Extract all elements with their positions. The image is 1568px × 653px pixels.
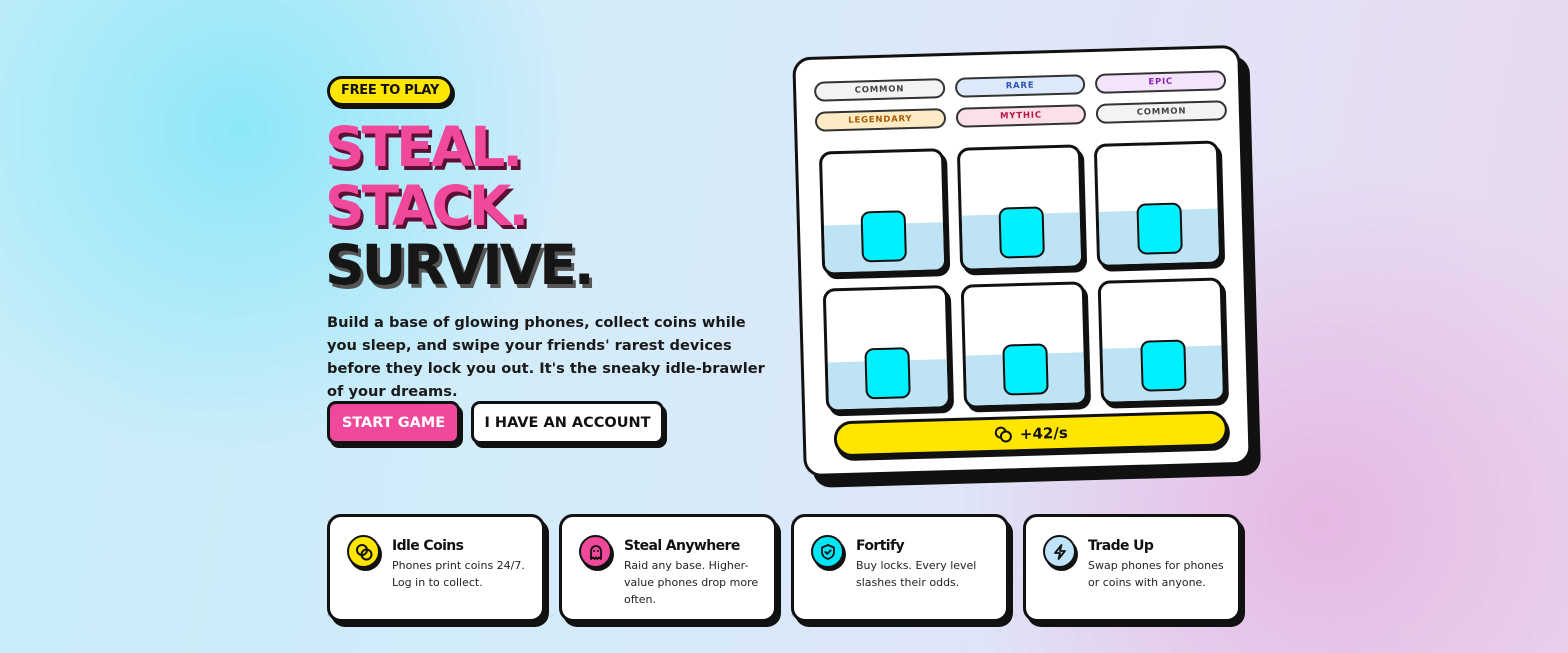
- feature-title: Steal Anywhere: [624, 538, 740, 554]
- headline-line-2: STACK.: [325, 174, 529, 238]
- headline-line-1: STEAL.: [325, 115, 523, 179]
- feature-description: Swap phones for phones or coins with any…: [1088, 559, 1224, 589]
- phone-icon: [860, 210, 908, 263]
- feature-title: Trade Up: [1088, 538, 1154, 554]
- headline: STEAL. STACK. SURVIVE.: [325, 115, 595, 297]
- feature-description: Raid any base. Higher-value phones drop …: [624, 559, 759, 606]
- ghost-icon: [579, 535, 612, 568]
- rarity-pill-epic: EPIC: [1095, 70, 1227, 94]
- coin-rate-text: +42/s: [1019, 423, 1068, 444]
- feature-description: Buy locks. Every level slashes their odd…: [856, 559, 977, 589]
- rarity-pill-mythic: MYTHIC: [955, 104, 1087, 128]
- rarity-pill-common: COMMON: [813, 78, 946, 102]
- shield-icon: [811, 535, 844, 568]
- phone-icon: [1002, 343, 1049, 396]
- coins-icon: [994, 425, 1014, 444]
- hero-description: Build a base of glowing phones, collect …: [327, 314, 765, 400]
- phone-slot[interactable]: [960, 281, 1089, 409]
- phone-slot[interactable]: [956, 144, 1085, 272]
- start-game-button[interactable]: START GAME: [327, 401, 460, 444]
- feature-title: Fortify: [856, 538, 905, 554]
- game-preview-card: COMMON RARE EPIC LEGENDARY MYTHIC COMMON…: [792, 44, 1252, 478]
- rarity-pills: COMMON RARE EPIC LEGENDARY MYTHIC COMMON: [813, 70, 1228, 132]
- coin-rate-bar: +42/s: [833, 410, 1229, 458]
- coins-icon: [347, 535, 380, 568]
- phone-slot[interactable]: [818, 148, 947, 276]
- phone-slot[interactable]: [822, 285, 951, 413]
- feature-title: Idle Coins: [392, 538, 464, 554]
- feature-card-steal-anywhere: Steal Anywhere Raid any base. Higher-val…: [559, 514, 777, 622]
- phone-slot[interactable]: [1097, 277, 1226, 405]
- phone-icon: [1136, 202, 1183, 255]
- phone-icon: [998, 206, 1045, 259]
- rarity-pill-common-2: COMMON: [1095, 100, 1228, 124]
- headline-line-3: SURVIVE.: [325, 233, 595, 297]
- phone-icon: [1139, 339, 1187, 392]
- phone-icon: [864, 347, 912, 400]
- rarity-pill-legendary: LEGENDARY: [814, 108, 946, 132]
- bolt-icon: [1043, 535, 1076, 568]
- have-account-button[interactable]: I HAVE AN ACCOUNT: [471, 401, 664, 444]
- rarity-pill-rare: RARE: [954, 74, 1086, 98]
- phone-slot-grid: [818, 140, 1226, 413]
- feature-description: Phones print coins 24/7. Log in to colle…: [392, 559, 525, 589]
- phone-slot[interactable]: [1094, 140, 1223, 268]
- free-to-play-badge: FREE TO PLAY: [327, 76, 454, 106]
- feature-card-trade-up: Trade Up Swap phones for phones or coins…: [1023, 514, 1241, 622]
- feature-card-fortify: Fortify Buy locks. Every level slashes t…: [791, 514, 1009, 622]
- feature-card-idle-coins: Idle Coins Phones print coins 24/7. Log …: [327, 514, 545, 622]
